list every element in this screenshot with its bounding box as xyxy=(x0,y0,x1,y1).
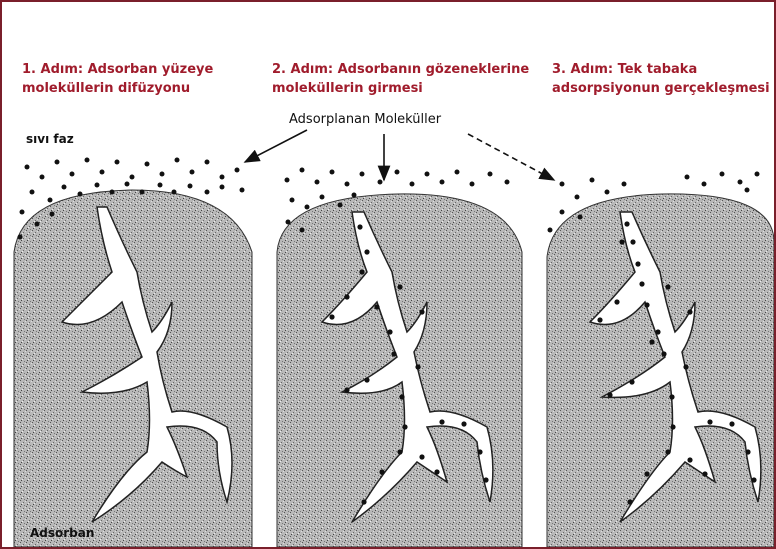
step-2-line-1: 2. Adım: Adsorbanın gözeneklerine xyxy=(272,60,529,79)
step-3-line-1: 3. Adım: Tek tabaka xyxy=(552,60,770,79)
adsorbed-molecules-label: Adsorplanan Moleküller xyxy=(289,112,441,127)
arrow-to-grain-3 xyxy=(468,134,554,180)
step-1-line-1: 1. Adım: Adsorban yüzeye xyxy=(22,60,213,79)
step-2-title: 2. Adım: Adsorbanın gözeneklerine molekü… xyxy=(272,60,529,98)
step-3-line-2: adsorpsiyonun gerçekleşmesi xyxy=(552,79,770,98)
step-2-line-2: moleküllerin girmesi xyxy=(272,79,529,98)
step-1-line-2: moleküllerin difüzyonu xyxy=(22,79,213,98)
step-1-title: 1. Adım: Adsorban yüzeye moleküllerin di… xyxy=(22,60,213,98)
pointer-arrows xyxy=(245,130,554,180)
adsorbent-grain-1 xyxy=(14,190,252,547)
step-3-title: 3. Adım: Tek tabaka adsorpsiyonun gerçek… xyxy=(552,60,770,98)
adsorbent-grain-2 xyxy=(277,194,522,547)
arrow-to-grain-1 xyxy=(245,130,307,162)
liquid-phase-label: sıvı faz xyxy=(26,132,74,146)
adsorbent-grain-3 xyxy=(547,194,774,547)
adsorbent-label: Adsorban xyxy=(30,526,94,540)
